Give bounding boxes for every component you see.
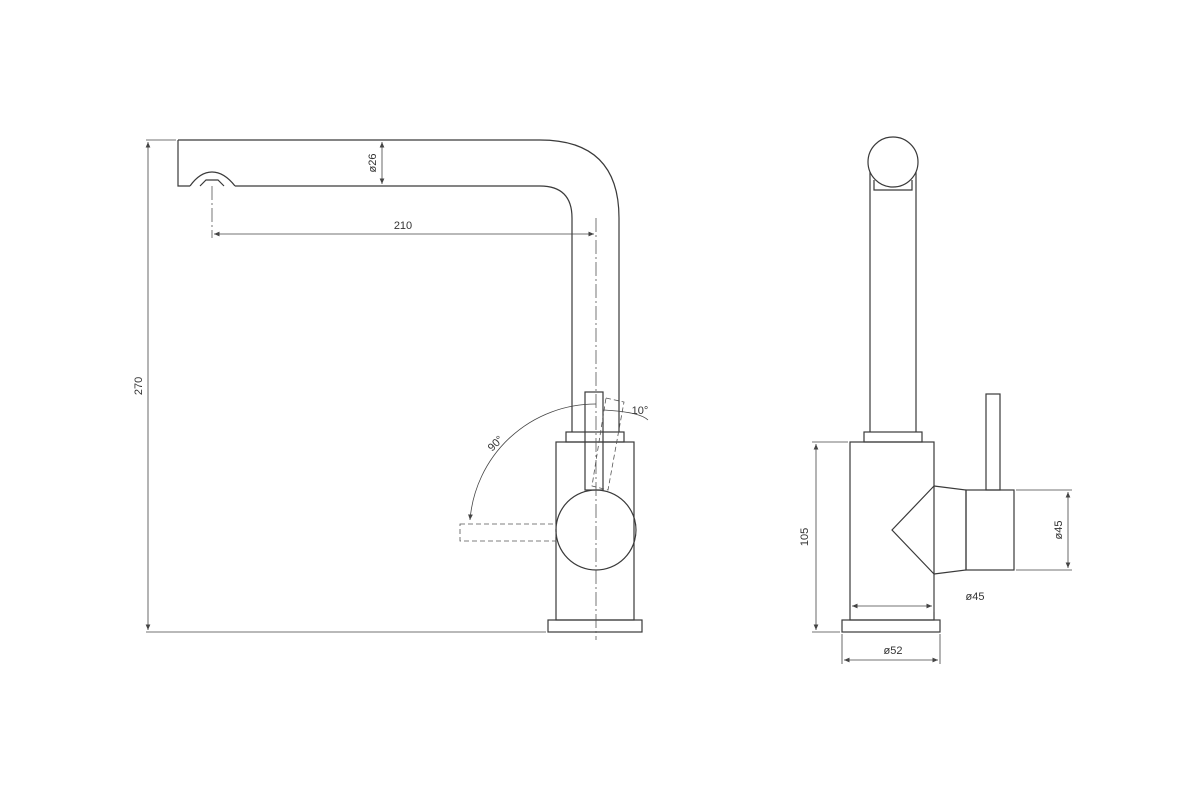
handle-cylinder [965, 489, 1015, 571]
spout-collar [565, 431, 625, 443]
label-handle-diameter: ø45 [1053, 521, 1065, 540]
tap-base [547, 619, 643, 633]
label-lever-rotation: 90° [486, 434, 506, 454]
label-reach: 210 [394, 220, 412, 232]
rotation-arc [468, 403, 597, 521]
label-body-height: 105 [799, 528, 811, 546]
lever-tilted [591, 397, 625, 491]
end-view: 105 ø45 ø45 ø52 [799, 136, 1072, 664]
spout-inner-outline [177, 140, 573, 432]
handle-cone-edge [933, 485, 967, 575]
spout-end-aerator [873, 180, 913, 191]
label-lever-tilt: 10° [632, 405, 649, 417]
aerator-detail [199, 179, 225, 187]
label-base-diameter: ø52 [884, 645, 903, 657]
lever-upright [584, 391, 604, 491]
aerator [189, 171, 236, 187]
end-lever [985, 393, 1001, 491]
tilt-arc [603, 409, 649, 421]
front-view: 270 ø26 210 90° 10° [133, 139, 649, 640]
end-base [841, 619, 941, 633]
lever-rotated [459, 523, 557, 542]
label-body-diameter: ø45 [966, 591, 985, 603]
label-total-height: 270 [133, 377, 145, 395]
spout-end-circle [867, 136, 919, 188]
end-body [849, 441, 935, 621]
tap-body [555, 441, 635, 621]
end-collar [863, 431, 923, 443]
handle-cone [891, 485, 935, 575]
label-spout-diameter: ø26 [367, 154, 379, 173]
spout-outline [178, 139, 620, 432]
